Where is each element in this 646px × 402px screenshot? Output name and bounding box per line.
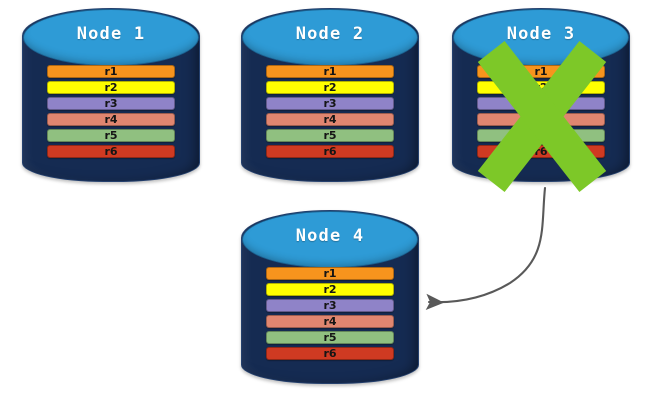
row-label: r3 — [323, 97, 337, 110]
row-bar-r3[interactable]: r3 — [476, 97, 606, 110]
node-3[interactable]: Node 3 r1 r2 r3 r4 r5 r6 — [452, 8, 630, 182]
row-bar-r3[interactable]: r3 — [265, 97, 395, 110]
row-label: r2 — [104, 81, 118, 94]
row-label: r1 — [534, 65, 548, 78]
row-bar-r6[interactable]: r6 — [265, 347, 395, 360]
cylinder-top-ellipse — [242, 9, 418, 66]
row-list: r1 r2 r3 r4 r5 r6 — [241, 65, 419, 161]
row-list: r1 r2 r3 r4 r5 r6 — [241, 267, 419, 363]
row-list: r1 r2 r3 r4 r5 r6 — [22, 65, 200, 161]
row-bar-r2[interactable]: r2 — [46, 81, 176, 94]
row-bar-r5[interactable]: r5 — [476, 129, 606, 142]
row-bar-r3[interactable]: r3 — [46, 97, 176, 110]
node-1[interactable]: Node 1 r1 r2 r3 r4 r5 r6 — [22, 8, 200, 182]
node-4[interactable]: Node 4 r1 r2 r3 r4 r5 r6 — [241, 210, 419, 384]
row-label: r5 — [534, 129, 548, 142]
row-label: r2 — [323, 81, 337, 94]
node-title: Node 2 — [295, 24, 365, 44]
arrow-path — [425, 186, 547, 311]
row-label: r3 — [534, 97, 548, 110]
node-title: Node 1 — [76, 24, 146, 44]
row-bar-r2[interactable]: r2 — [476, 81, 606, 94]
row-bar-r4[interactable]: r4 — [46, 113, 176, 126]
row-bar-r5[interactable]: r5 — [46, 129, 176, 142]
row-bar-r6[interactable]: r6 — [476, 145, 606, 158]
row-bar-r1[interactable]: r1 — [265, 267, 395, 280]
node-2[interactable]: Node 2 r1 r2 r3 r4 r5 r6 — [241, 8, 419, 182]
row-label: r4 — [534, 113, 548, 126]
row-label: r3 — [104, 97, 118, 110]
row-label: r1 — [323, 267, 337, 280]
row-label: r6 — [323, 347, 337, 360]
row-bar-r5[interactable]: r5 — [265, 331, 395, 344]
row-list: r1 r2 r3 r4 r5 r6 — [452, 65, 630, 161]
row-bar-r2[interactable]: r2 — [265, 283, 395, 296]
node-title: Node 3 — [506, 24, 576, 44]
row-bar-r1[interactable]: r1 — [46, 65, 176, 78]
row-label: r4 — [323, 315, 337, 328]
row-label: r6 — [534, 145, 548, 158]
cylinder-top-ellipse — [242, 211, 418, 268]
row-bar-r3[interactable]: r3 — [265, 299, 395, 312]
row-bar-r1[interactable]: r1 — [265, 65, 395, 78]
row-label: r6 — [323, 145, 337, 158]
row-label: r2 — [323, 283, 337, 296]
row-label: r5 — [104, 129, 118, 142]
row-label: r2 — [534, 81, 548, 94]
row-bar-r2[interactable]: r2 — [265, 81, 395, 94]
row-label: r6 — [104, 145, 118, 158]
row-bar-r4[interactable]: r4 — [265, 113, 395, 126]
row-bar-r5[interactable]: r5 — [265, 129, 395, 142]
row-label: r4 — [323, 113, 337, 126]
row-label: r4 — [104, 113, 118, 126]
row-label: r5 — [323, 129, 337, 142]
row-bar-r6[interactable]: r6 — [265, 145, 395, 158]
row-bar-r4[interactable]: r4 — [476, 113, 606, 126]
row-bar-r6[interactable]: r6 — [46, 145, 176, 158]
row-label: r1 — [104, 65, 118, 78]
node-title: Node 4 — [295, 226, 365, 246]
cylinder-top-ellipse — [23, 9, 199, 66]
row-label: r1 — [323, 65, 337, 78]
row-label: r5 — [323, 331, 337, 344]
row-label: r3 — [323, 299, 337, 312]
row-bar-r4[interactable]: r4 — [265, 315, 395, 328]
row-bar-r1[interactable]: r1 — [476, 65, 606, 78]
